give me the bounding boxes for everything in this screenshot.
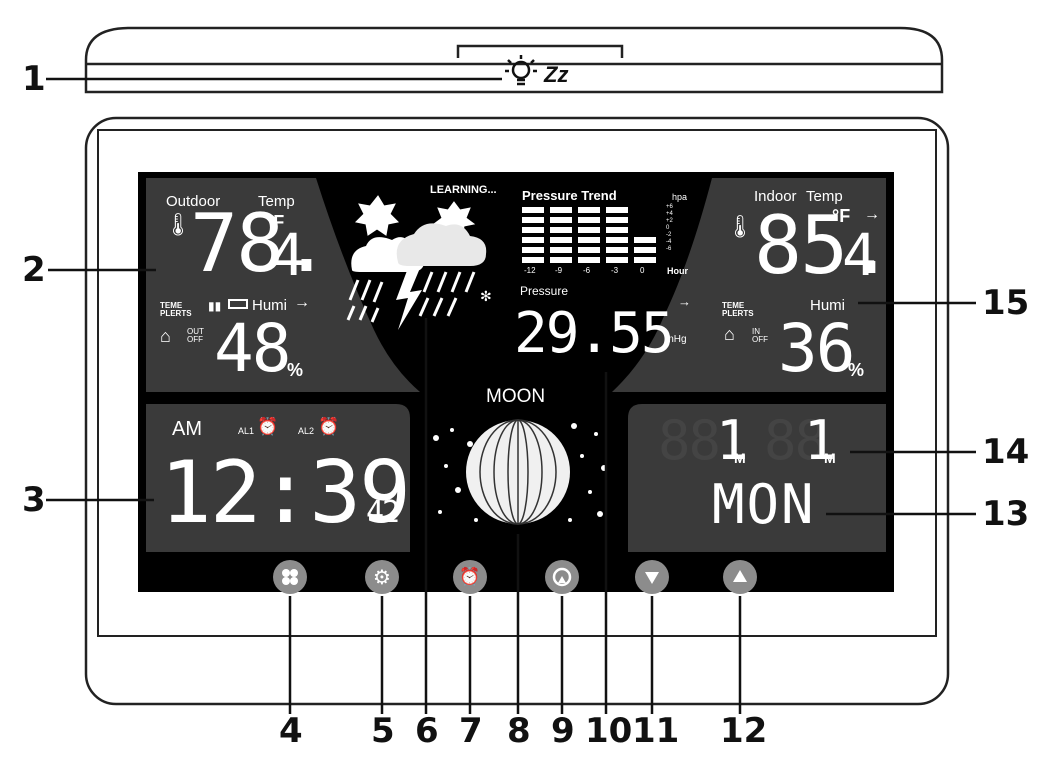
indoor-arrow-icon: → [864,206,880,223]
date-ghost-1: 88 [658,409,721,472]
indoor-temp: 85. [754,199,894,292]
callout-5: 5 [371,711,395,751]
moon-label: MOON [486,386,546,407]
outdoor-label: Outdoor [166,193,221,210]
indoor-label: Indoor [754,188,797,205]
outdoor-humidity: 48 [214,310,291,387]
date-day: 1 [804,409,836,472]
pressure-scale-item: -2 [666,232,672,238]
settings-button[interactable]: ⚙ [365,560,399,594]
alarm-2-icon: ⏰ [318,417,340,436]
indoor-humidity-pct: % [848,360,865,380]
up-arrow-icon [733,570,747,582]
alarm-button[interactable]: ⏰ [453,560,487,594]
indoor-house-icon: ⌂ [724,324,735,344]
clover-icon [282,569,298,585]
pressure-scale-item: +2 [666,218,673,224]
reset-icon [552,567,572,587]
callout-3: 3 [22,480,46,520]
pressure-hour-2: -6 [583,266,591,275]
clock-ampm: AM [172,418,202,440]
pressure-hpa: hpa [672,192,688,202]
outdoor-arrow-icon: → [294,294,310,311]
indoor-humidity: 36 [778,310,855,387]
pressure-scale-item: -6 [666,246,672,252]
pressure-scale-item: 0 [666,225,670,231]
callout-11: 11 [632,711,680,751]
callout-14: 14 [982,432,1030,472]
callout-12: 12 [720,711,768,751]
indoor-humi-label: Humi [810,297,846,314]
date-weekday: MON [712,473,816,536]
outdoor-temp-unit: °F [266,212,285,232]
callout-13: 13 [982,494,1030,534]
outdoor-temp-decimal: 4 [270,221,305,289]
outdoor-humidity-pct: % [287,360,304,380]
pressure-scale-item: -4 [666,239,672,245]
up-button[interactable] [723,560,757,594]
callout-15: 15 [982,283,1030,323]
callout-1: 1 [22,59,46,99]
indoor-in-off: IN OFF [752,327,768,344]
pressure-scale: +6 +4 +2 0 -2 -4 -6 [666,204,673,253]
callout-4: 4 [279,711,303,751]
outdoor-temp-label: Temp [258,193,295,210]
clock-time: 12:39 [160,443,411,543]
outdoor-temp: 78. [190,197,330,290]
outdoor-out-off: OUT OFF [187,327,204,344]
gear-icon: ⚙ [373,566,391,589]
pressure-arrow-icon: → [678,294,691,309]
date-day-suffix: M [824,450,836,466]
down-button[interactable] [635,560,669,594]
callout-9: 9 [551,711,575,751]
mode-button[interactable] [273,560,307,594]
outdoor-alerts: TEME PLERTS [160,301,192,318]
callout-7: 7 [459,711,483,751]
date-month: 1 [716,409,748,472]
clock-seconds: 42 [366,495,400,530]
battery-icon [228,299,248,309]
pressure-trend-title: Pressure Trend [522,188,617,203]
reset-button[interactable] [545,560,579,594]
pressure-hour-0: -12 [524,266,536,275]
callout-2: 2 [22,250,46,290]
alarm-1-label: AL1 [238,426,255,436]
indoor-thermometer-icon: 🌡 [726,214,754,239]
callout-8: 8 [507,711,531,751]
alarm-1-icon: ⏰ [257,417,279,436]
snowflake-icon: ✻ [480,288,492,304]
indoor-alerts: TEME PLERTS [722,301,754,318]
signal-icon: ▮▮ [208,299,222,313]
house-icon: ⌂ [160,326,171,346]
pressure-scale-item: +4 [666,211,673,217]
pressure-value: 29.55 [514,301,675,366]
alarm-2-label: AL2 [298,426,315,436]
date-ghost-2: 88 [764,409,827,472]
pressure-unit: inHg [666,334,687,345]
bulb-icon [505,55,537,86]
pressure-scale-item: +6 [666,204,673,210]
pressure-label: Pressure [520,284,569,298]
forecast-learning: LEARNING... [430,184,497,196]
snooze-label: Zz [544,62,569,87]
thermometer-icon: 🌡 [164,212,192,237]
moon-icon [466,419,570,525]
alarm-clock-icon: ⏰ [459,567,481,586]
pressure-hour-4: 0 [640,266,645,275]
pressure-hour-1: -9 [555,266,563,275]
indoor-temp-label: Temp [806,188,843,205]
callout-6: 6 [415,711,439,751]
outdoor-humi-label: Humi [252,297,288,314]
pressure-hour-label: Hour [667,266,688,276]
pressure-hour-3: -3 [611,266,619,275]
callout-10: 10 [585,711,633,751]
down-arrow-icon [645,572,659,584]
indoor-temp-decimal: 4 [842,221,877,289]
indoor-temp-unit: °F [832,206,851,226]
date-month-suffix: M [734,450,746,466]
